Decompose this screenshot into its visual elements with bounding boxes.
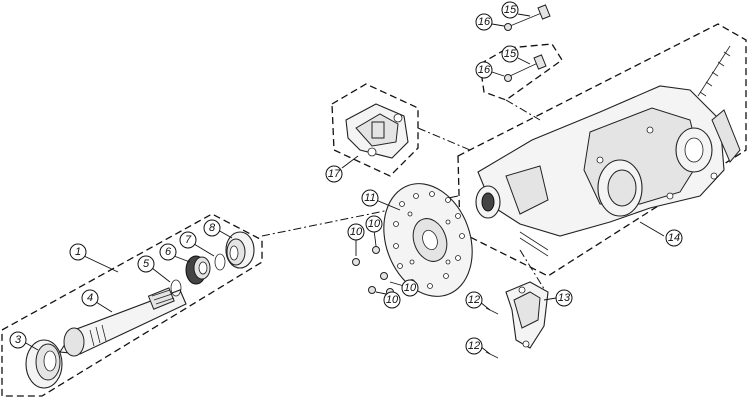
part-boot-spring	[697, 45, 731, 97]
part-circlip	[170, 279, 182, 297]
callout-1: 1	[69, 243, 87, 261]
callout-label: 14	[668, 232, 680, 244]
callout-12: 12	[465, 337, 483, 355]
part-drive-shaft	[59, 287, 187, 357]
callout-label: 7	[185, 234, 192, 246]
callout-label: 15	[504, 4, 517, 16]
callout-5: 5	[137, 255, 155, 273]
callout-8: 8	[203, 219, 221, 237]
callout-label: 4	[87, 292, 93, 304]
part-differential-housing	[475, 85, 741, 257]
callout-15: 15	[501, 45, 519, 63]
part-splined-gear	[185, 255, 211, 285]
callout-label: 1	[75, 246, 81, 258]
callout-label: 5	[143, 258, 150, 270]
callout-label: 16	[478, 16, 491, 28]
part-brake-caliper	[345, 103, 409, 159]
callout-11: 11	[361, 189, 379, 207]
group-outline-caliper	[331, 83, 419, 177]
callout-label: 16	[478, 64, 491, 76]
part-screws	[485, 307, 499, 359]
part-o-ring	[214, 253, 226, 271]
callout-label: 13	[558, 292, 571, 304]
callout-4: 4	[81, 289, 99, 307]
group-outline-bolts	[479, 43, 563, 101]
callout-label: 17	[328, 168, 341, 180]
callout-label: 8	[209, 222, 216, 234]
callout-13: 13	[555, 289, 573, 307]
callout-label: 15	[504, 48, 517, 60]
callout-label: 10	[404, 282, 417, 294]
callout-label: 10	[350, 226, 363, 238]
part-seal-ring	[25, 339, 63, 389]
group-outline-differential	[457, 23, 747, 277]
leader-lines	[23, 13, 665, 355]
part-mounting-bracket	[505, 281, 549, 349]
callout-label: 12	[468, 294, 480, 306]
callout-10: 10	[347, 223, 365, 241]
callout-7: 7	[179, 231, 197, 249]
axis-line-bolts	[505, 99, 541, 121]
part-bolts-washers	[504, 4, 551, 82]
callout-14: 14	[665, 229, 683, 247]
callout-label: 3	[15, 334, 22, 346]
callout-12: 12	[465, 291, 483, 309]
callout-10: 10	[365, 215, 383, 233]
callout-16: 16	[475, 61, 493, 79]
callout-label: 6	[165, 246, 172, 258]
part-disc-bolts	[352, 246, 394, 296]
callout-10: 10	[383, 291, 401, 309]
part-bearing-cup	[225, 231, 255, 269]
callout-6: 6	[159, 243, 177, 261]
part-brake-disc	[383, 183, 473, 297]
callout-label: 11	[364, 192, 375, 204]
axis-line-caliper	[417, 127, 471, 151]
callout-label: 10	[368, 218, 381, 230]
callout-10: 10	[401, 279, 419, 297]
callout-16: 16	[475, 13, 493, 31]
callout-15: 15	[501, 1, 519, 19]
callout-3: 3	[9, 331, 27, 349]
callout-label: 12	[468, 340, 480, 352]
callout-label: 10	[386, 294, 399, 306]
callout-17: 17	[325, 165, 343, 183]
